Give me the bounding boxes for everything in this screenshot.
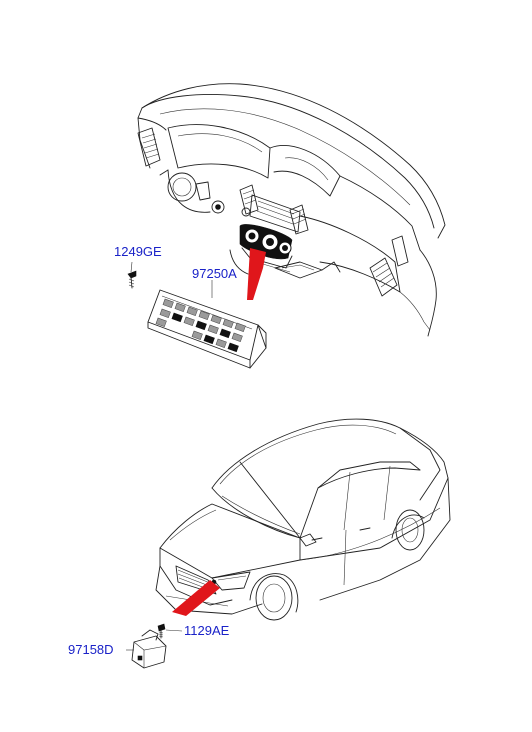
steering-column (159, 169, 211, 213)
leader-line-screw (165, 629, 183, 632)
part-label-97250a[interactable]: 97250A (192, 266, 237, 281)
right-vent (369, 257, 398, 297)
control-unit-illustration (147, 289, 267, 369)
clip-part-illustration (127, 270, 137, 289)
screw-part-illustration (157, 623, 166, 639)
pointer-arrow-upper (247, 248, 266, 300)
car-illustration (155, 418, 451, 621)
control-buttons (155, 298, 246, 353)
center-vents (239, 184, 309, 235)
leader-line-clip (130, 261, 133, 273)
part-label-1129ae[interactable]: 1129AE (184, 623, 230, 638)
part-label-97158d[interactable]: 97158D (68, 642, 114, 657)
center-stack (239, 194, 301, 273)
sensor-part-illustration (131, 629, 167, 669)
pointer-arrow-lower (172, 580, 220, 616)
left-vent (137, 127, 161, 167)
part-label-1249ge[interactable]: 1249GE (114, 244, 162, 259)
